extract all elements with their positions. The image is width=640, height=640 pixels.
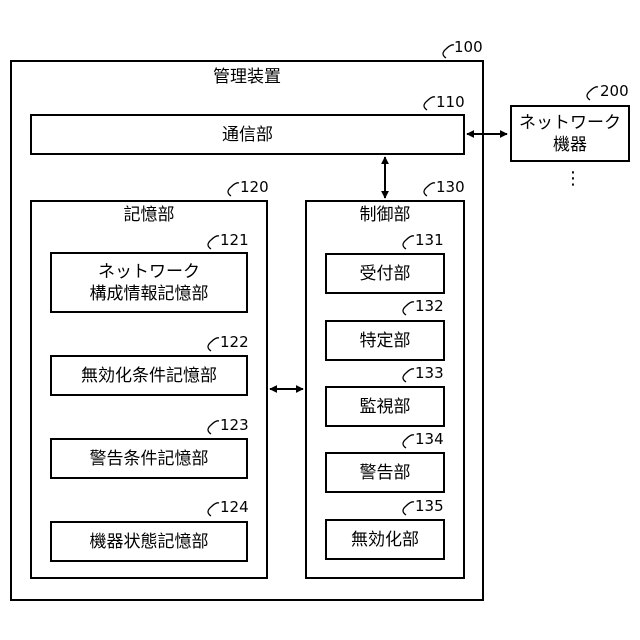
reference-leader-lines: [208, 45, 598, 516]
